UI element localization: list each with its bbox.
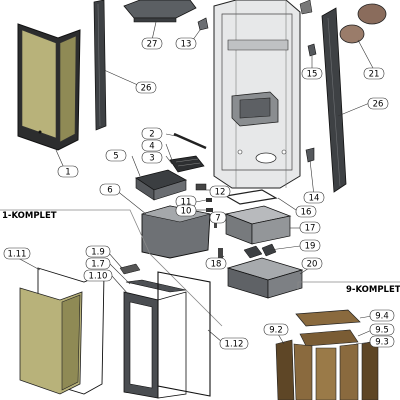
svg-text:13: 13 — [181, 40, 192, 50]
svg-text:14: 14 — [309, 194, 320, 204]
svg-text:5: 5 — [113, 152, 118, 162]
svg-text:7: 7 — [215, 214, 220, 224]
svg-text:11: 11 — [181, 198, 192, 208]
part-19-clips — [243, 243, 277, 259]
callout-1-10: 1.10 — [83, 269, 113, 282]
part-20-base — [226, 257, 304, 299]
part-1-glass-door — [17, 23, 81, 151]
part-26-right-panel — [321, 7, 347, 193]
part-1-11-glass-frame — [19, 267, 105, 395]
callout-2: 2 — [141, 127, 163, 140]
part-11-screw — [206, 198, 212, 202]
callout-7: 7 — [209, 211, 227, 224]
svg-text:6: 6 — [107, 186, 112, 196]
callout-1-7: 1.7 — [85, 257, 111, 270]
callout-16: 16 — [295, 205, 317, 218]
svg-text:17: 17 — [305, 224, 316, 234]
part-4-grate — [169, 155, 205, 173]
svg-text:20: 20 — [307, 260, 318, 270]
callout-26-right: 26 — [367, 97, 389, 110]
svg-text:1.9: 1.9 — [91, 248, 105, 258]
svg-text:4: 4 — [149, 142, 154, 152]
callout-1-11: 1.11 — [3, 247, 31, 260]
callout-3: 3 — [141, 151, 163, 164]
svg-text:3: 3 — [149, 154, 154, 164]
svg-text:18: 18 — [211, 260, 222, 270]
part-21-discs — [339, 3, 387, 44]
part-10-screw — [206, 208, 213, 212]
svg-text:1.10: 1.10 — [89, 272, 108, 282]
svg-text:9.2: 9.2 — [269, 326, 283, 336]
callout-1-12: 1.12 — [219, 337, 249, 350]
svg-text:1.11: 1.11 — [8, 250, 27, 260]
part-13-bracket — [197, 17, 209, 31]
svg-text:9.5: 9.5 — [375, 326, 389, 336]
svg-text:1.12: 1.12 — [225, 340, 244, 350]
callout-20: 20 — [301, 257, 323, 270]
svg-text:19: 19 — [305, 242, 316, 252]
stove-body — [213, 0, 313, 189]
callout-11: 11 — [175, 195, 197, 208]
callout-6: 6 — [99, 183, 121, 196]
svg-text:26: 26 — [141, 84, 152, 94]
part-9-5-strip — [299, 329, 359, 347]
part-5-ash-tray — [135, 169, 188, 201]
svg-text:15: 15 — [307, 70, 318, 80]
part-12-clip — [195, 183, 207, 191]
part-14-bracket — [305, 147, 315, 163]
callout-19: 19 — [299, 239, 321, 252]
callout-5: 5 — [105, 149, 127, 162]
part-1-10-door-frame — [123, 291, 187, 399]
svg-text:21: 21 — [369, 70, 380, 80]
svg-text:9.3: 9.3 — [375, 338, 389, 348]
kit-9-title: 9-KOMPLET — [346, 285, 400, 295]
part-1-7-strip — [125, 279, 187, 293]
callout-15: 15 — [301, 67, 323, 80]
callout-9-2: 9.2 — [263, 323, 289, 336]
part-9-1-side-boards — [275, 339, 379, 400]
part-16-gasket — [224, 189, 278, 205]
callout-27: 27 — [141, 37, 163, 50]
part-15-bracket — [307, 43, 317, 57]
svg-text:1.7: 1.7 — [91, 260, 105, 270]
callout-18: 18 — [205, 257, 227, 270]
part-6-front-panel — [141, 205, 211, 259]
callout-labels: 1 26 27 13 15 21 26 2 — [3, 37, 395, 350]
svg-text:10: 10 — [181, 207, 192, 217]
part-27-top-plate — [123, 0, 197, 23]
callout-21: 21 — [363, 67, 385, 80]
callout-4: 4 — [141, 139, 163, 152]
part-9-4-top-board — [295, 309, 361, 327]
callout-9-5: 9.5 — [369, 323, 395, 336]
svg-text:27: 27 — [147, 40, 158, 50]
svg-text:16: 16 — [301, 208, 312, 218]
part-1-9-handle — [119, 263, 141, 275]
part-1-12-gasket — [157, 271, 211, 397]
kit-9-frame — [297, 281, 400, 290]
callout-10: 10 — [175, 204, 197, 217]
svg-text:1: 1 — [65, 168, 70, 178]
callout-17: 17 — [299, 221, 321, 234]
callout-9-4: 9.4 — [369, 309, 395, 322]
part-2-rod — [173, 132, 207, 150]
svg-text:9.4: 9.4 — [375, 312, 389, 322]
svg-text:12: 12 — [215, 188, 226, 198]
callout-14: 14 — [303, 191, 325, 204]
callout-26-left: 26 — [135, 81, 157, 94]
kit-1-title: 1-KOMPLET — [2, 211, 57, 221]
part-26-left-panel — [93, 0, 107, 131]
callout-1: 1 — [57, 165, 79, 178]
svg-text:2: 2 — [149, 130, 154, 140]
part-17-box — [224, 205, 292, 245]
callout-13: 13 — [175, 37, 197, 50]
svg-text:26: 26 — [373, 100, 384, 110]
callout-1-9: 1.9 — [85, 245, 111, 258]
callout-9-3: 9.3 — [369, 335, 395, 348]
callout-12: 12 — [209, 185, 231, 198]
part-18-bracket — [218, 248, 223, 258]
